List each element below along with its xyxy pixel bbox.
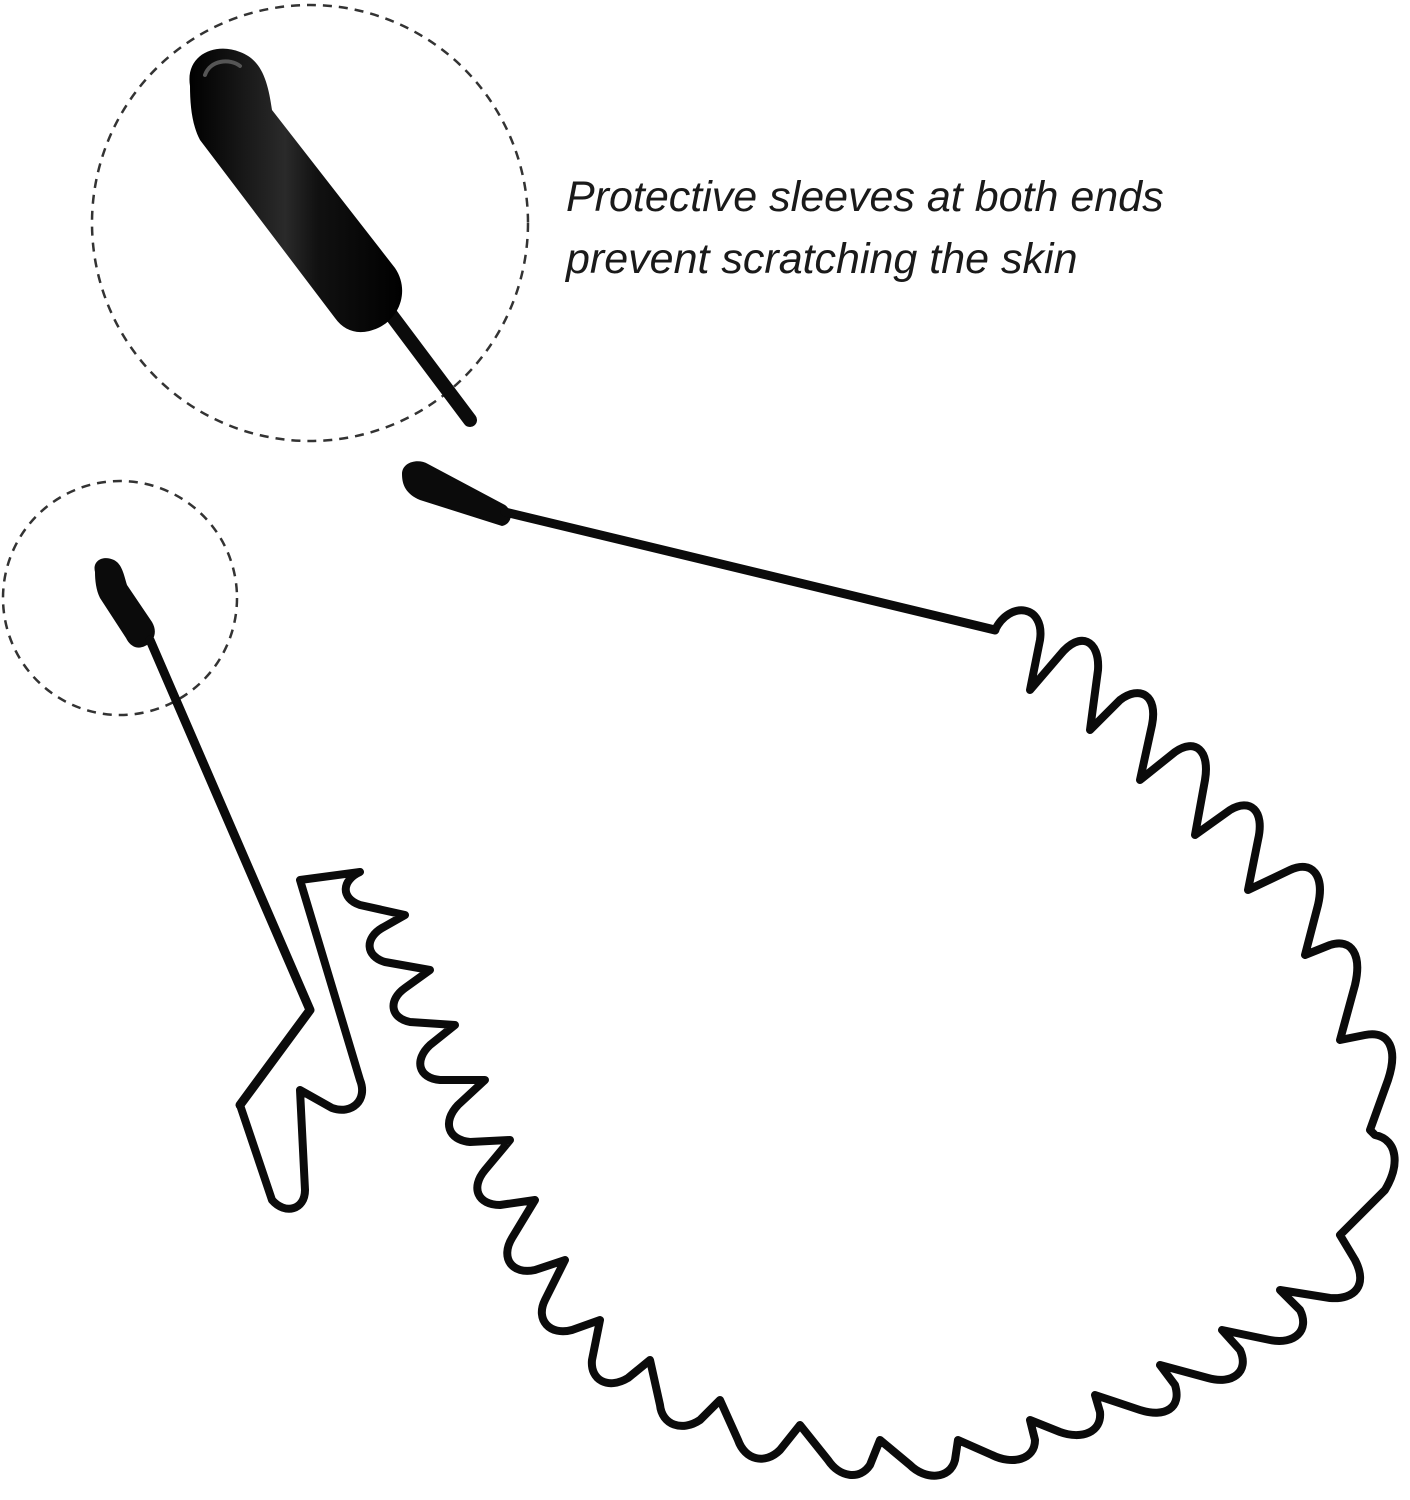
magnified-sleeve-tip-icon (189, 48, 477, 427)
wave-headband-icon (145, 507, 1399, 1480)
magnified-callout-circle (90, 3, 530, 443)
right-sleeve-tip-icon (402, 461, 511, 526)
caption-text: Protective sleeves at both ends prevent … (566, 166, 1366, 290)
caption-line-2: prevent scratching the skin (566, 235, 1078, 283)
caption-line-1: Protective sleeves at both ends (566, 173, 1164, 221)
small-sleeve-tip-icon (94, 558, 155, 648)
small-callout-circle (1, 479, 239, 717)
